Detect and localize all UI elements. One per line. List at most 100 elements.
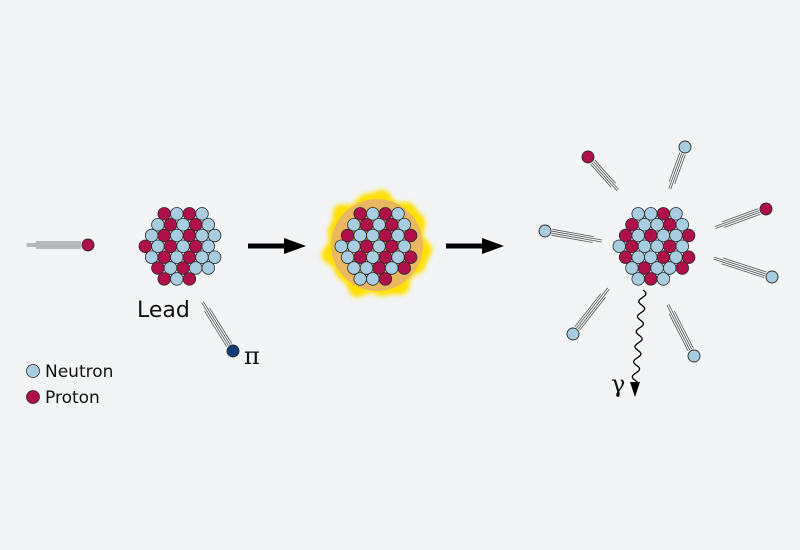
proton (403, 250, 418, 264)
lead-nucleus (138, 207, 222, 286)
proton (182, 207, 197, 221)
neutron (372, 239, 386, 254)
legend: Neutron Proton (26, 362, 113, 408)
proton (359, 239, 374, 254)
gamma-ray (630, 289, 647, 397)
proton (637, 261, 652, 275)
emitted-proton-trail (714, 208, 761, 229)
neutron (644, 207, 658, 221)
proton (625, 239, 639, 254)
neutron (151, 239, 165, 254)
proton (681, 228, 696, 243)
proton (157, 207, 171, 221)
neutron (366, 207, 380, 221)
emitted-neutron-trail (713, 256, 767, 279)
neutron (656, 272, 671, 286)
proton (163, 239, 178, 254)
neutron (366, 272, 380, 286)
neutron (170, 272, 184, 286)
neutron (207, 228, 222, 243)
proton (182, 272, 197, 286)
neutron (176, 239, 190, 254)
neutron (195, 207, 209, 221)
neutron (391, 207, 405, 221)
neutron (170, 207, 184, 221)
neutron (637, 239, 652, 254)
pion (226, 344, 240, 358)
neutron (397, 239, 412, 254)
proton (151, 261, 165, 275)
proton (403, 228, 418, 243)
neutron (612, 239, 627, 254)
proton (681, 250, 696, 264)
neutron (669, 207, 683, 221)
residual-nucleus (612, 207, 696, 286)
neutron-legend-swatch (26, 364, 40, 378)
legend-proton-label: Proton (45, 388, 100, 408)
neutron (353, 272, 367, 286)
emitted-neutron (678, 140, 692, 154)
process-arrow-1 (248, 238, 306, 254)
emitted-neutron (566, 327, 580, 341)
neutron (188, 261, 203, 275)
neutron (385, 261, 399, 275)
emitted-proton (581, 150, 595, 164)
emitted-neutron-trail (668, 152, 686, 190)
incoming-proton (26, 238, 95, 252)
emitted-proton (759, 202, 773, 216)
proton-legend-swatch (26, 390, 40, 404)
neutron (163, 261, 178, 275)
emitted-neutron-trail (666, 304, 694, 352)
neutron (650, 239, 664, 254)
proton (176, 261, 190, 275)
neutron (201, 217, 216, 232)
pion-trail (201, 301, 233, 347)
outgoing-pion (201, 301, 240, 358)
emitted-neutron-trail (551, 228, 603, 243)
proton (188, 239, 203, 254)
legend-neutron-label: Neutron (45, 362, 113, 382)
proton (138, 239, 153, 254)
proton-trail (26, 241, 81, 249)
lead-label: Lead (137, 298, 190, 323)
proton (353, 207, 367, 221)
neutron (201, 239, 216, 254)
pion-label: π (244, 342, 260, 370)
neutron (625, 261, 639, 275)
proton (157, 272, 171, 286)
proton (378, 272, 393, 286)
neutron (397, 217, 412, 232)
gamma-label: γ (611, 370, 625, 398)
proton (644, 272, 658, 286)
proton (372, 261, 386, 275)
neutron (347, 239, 361, 254)
emitted-neutron (687, 349, 701, 363)
process-arrow-2 (446, 238, 504, 254)
proton (675, 261, 690, 275)
proton (81, 238, 95, 252)
proton (663, 239, 677, 254)
neutron (675, 217, 690, 232)
proton (385, 239, 399, 254)
emitted-neutron-trail (574, 287, 610, 331)
neutron (631, 272, 645, 286)
neutron (675, 239, 690, 254)
neutron (631, 207, 645, 221)
proton (378, 207, 393, 221)
excited-nucleus (334, 207, 418, 286)
neutron (334, 239, 349, 254)
proton (656, 207, 671, 221)
neutron (359, 261, 374, 275)
emitted-neutron (765, 270, 779, 284)
emitted-proton-trail (590, 159, 619, 192)
neutron (650, 261, 664, 275)
neutron (207, 250, 222, 264)
proton (397, 261, 412, 275)
neutron (663, 261, 677, 275)
emitted-particles (538, 140, 779, 363)
neutron (201, 261, 216, 275)
emitted-neutron (538, 224, 552, 238)
neutron (347, 261, 361, 275)
